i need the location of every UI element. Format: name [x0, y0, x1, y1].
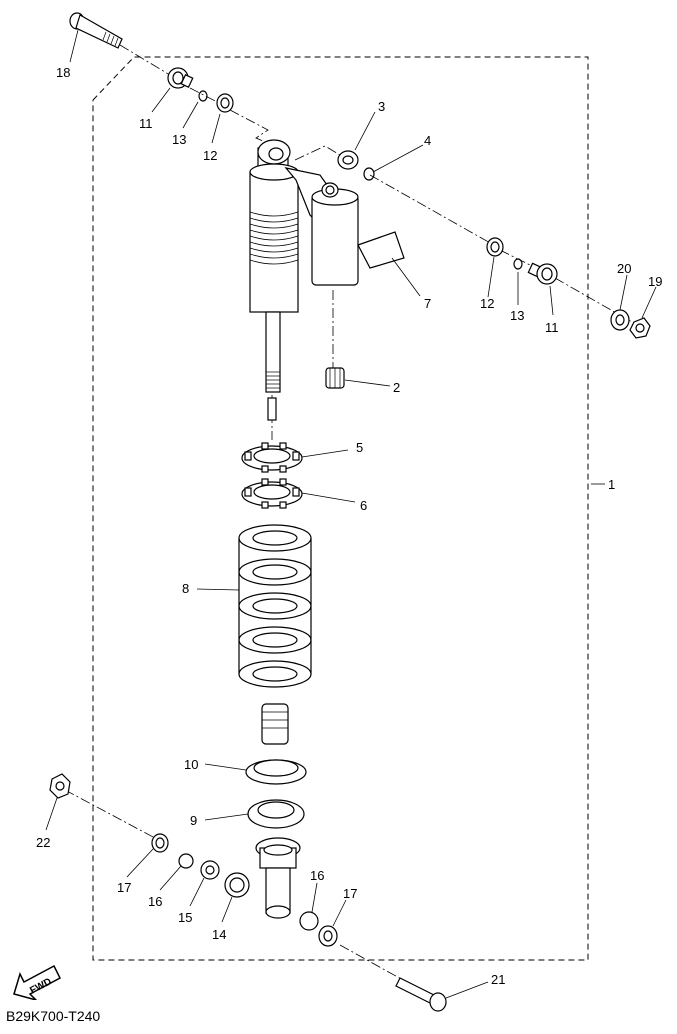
spacer-12-right [486, 237, 504, 257]
callout-18: 18 [56, 65, 70, 80]
collar-11-left [167, 67, 194, 89]
ring-4 [363, 167, 375, 181]
spring-8 [238, 524, 312, 688]
callout-17-right: 17 [343, 886, 357, 901]
callout-16-left: 16 [148, 894, 162, 909]
callout-7: 7 [424, 296, 431, 311]
bushing-3 [337, 150, 359, 170]
oring-13-right [513, 258, 523, 270]
leader-lines [45, 29, 657, 999]
collar-16-right [299, 911, 319, 931]
spacer-12-left [216, 93, 234, 113]
cap-2 [325, 367, 345, 389]
adjuster-6 [241, 478, 303, 509]
callouts: 18 11 13 12 3 4 7 2 5 6 8 10 9 12 13 11 … [36, 65, 662, 987]
callout-5: 5 [356, 440, 363, 455]
locknut-5 [241, 442, 303, 473]
nut-22 [49, 773, 71, 799]
callout-1: 1 [608, 477, 615, 492]
bolt-18 [69, 12, 123, 49]
callout-10: 10 [184, 757, 198, 772]
callout-11-right: 11 [545, 320, 559, 335]
lower-clevis [255, 837, 301, 919]
shaft-pin [267, 397, 277, 421]
callout-3: 3 [378, 99, 385, 114]
callout-13-right: 13 [510, 308, 524, 323]
collar-16-left [178, 853, 194, 869]
callout-21: 21 [491, 972, 505, 987]
diagram-code: B29K700-T240 [6, 1008, 101, 1024]
callout-2: 2 [393, 380, 400, 395]
bolt-21 [395, 977, 447, 1012]
bushing-15 [200, 860, 220, 880]
washer-17-left [151, 833, 169, 853]
callout-12-right: 12 [480, 296, 494, 311]
protector-7 [357, 231, 405, 269]
callout-9: 9 [190, 813, 197, 828]
guide-9 [247, 799, 305, 829]
callout-6: 6 [360, 498, 367, 513]
washer-20 [610, 309, 630, 331]
callout-8: 8 [182, 581, 189, 596]
callout-14: 14 [212, 927, 226, 942]
callout-4: 4 [424, 133, 431, 148]
callout-20: 20 [617, 261, 631, 276]
nut-19 [629, 317, 651, 339]
callout-11-left: 11 [139, 116, 153, 131]
seat-10 [245, 759, 307, 785]
callout-15: 15 [178, 910, 192, 925]
callout-13-left: 13 [172, 132, 186, 147]
callout-22: 22 [36, 835, 50, 850]
bump-stop [261, 703, 289, 745]
assembly-boundary [92, 56, 589, 961]
washer-17-right [318, 925, 338, 947]
oring-13-left [198, 90, 208, 102]
callout-12-left: 12 [203, 148, 217, 163]
callout-17-left: 17 [117, 880, 131, 895]
bearing-14 [224, 872, 250, 898]
callout-16-right: 16 [310, 868, 324, 883]
fwd-arrow-icon: FWD [13, 964, 61, 1000]
collar-11-right [527, 262, 558, 285]
shock-body [249, 139, 359, 393]
callout-19: 19 [648, 274, 662, 289]
